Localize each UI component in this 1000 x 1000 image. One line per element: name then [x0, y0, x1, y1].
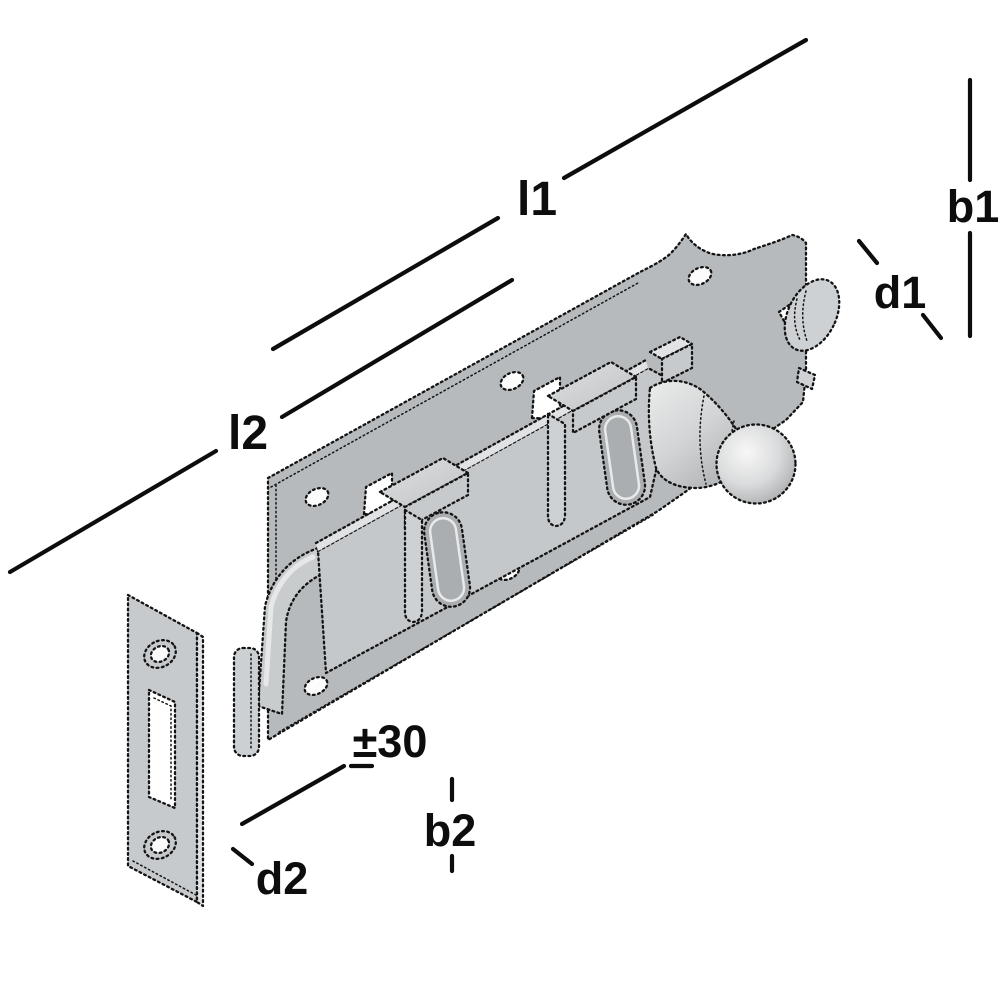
- knob-ball: [715, 423, 797, 505]
- bridge-right-front-lip: [571, 375, 638, 435]
- dimension-tick-d1-lower: [920, 312, 944, 341]
- dimension-line-travel: [239, 763, 347, 827]
- dimension-tick-d1-upper: [856, 238, 880, 266]
- bar-crank-bend: [256, 546, 324, 716]
- dimension-label-l2: l2: [228, 407, 268, 460]
- bolt-catch-keeper: [777, 278, 841, 391]
- striker-bolt-slot: [147, 688, 177, 810]
- dimension-travel-30: ±30: [239, 716, 428, 827]
- dimension-b1: b1: [947, 77, 1000, 339]
- plate-bottom-edge-inner-line: [278, 513, 656, 733]
- striker-screw-hole-top: [143, 639, 177, 669]
- striker-screw-hole-bottom: [143, 830, 177, 860]
- striker-plate-bottom-inner-line: [132, 860, 197, 896]
- dimension-label-d2: d2: [256, 853, 309, 904]
- dimension-label-b1: b1: [947, 181, 1000, 232]
- bar-end-grip-slab: [232, 646, 261, 758]
- bar-stop-tab-front: [660, 342, 694, 385]
- striker-plate: [126, 593, 205, 908]
- striker-slot-inner-line: [153, 697, 172, 800]
- dimension-label-d1: d1: [874, 267, 927, 318]
- plate-top-edge-inner-line: [270, 282, 639, 488]
- guide-bridge-left: [378, 456, 470, 624]
- plate-screw-hole-top-left: [304, 486, 330, 508]
- plate-punched-opening-right: [530, 375, 562, 421]
- guide-bridge-right: [546, 360, 638, 528]
- dimension-tick-d2: [230, 846, 255, 867]
- dimension-line-l1-left: [270, 215, 501, 352]
- catch-roll-inner-line-1: [793, 298, 801, 341]
- striker-plate-thickness-edge: [195, 631, 205, 908]
- dimension-l1: l1: [270, 37, 809, 352]
- dimension-line-l2-right: [279, 277, 515, 420]
- plate-screw-hole-top-right: [687, 265, 713, 287]
- crank-highlight: [263, 554, 316, 687]
- plate-screw-hole-bottom-left: [303, 675, 329, 697]
- bridge-right-leg: [546, 412, 567, 528]
- bridge-left-leg: [403, 508, 424, 624]
- dimension-b2: b2: [424, 776, 477, 874]
- neck-taper-contour: [699, 395, 707, 485]
- dimension-d2: d2: [230, 846, 309, 904]
- dimension-label-travel: ±30: [353, 716, 428, 767]
- dimension-l2: l2: [7, 277, 515, 575]
- dimension-d1: d1: [856, 238, 944, 341]
- catch-roll-inner-line-2: [802, 290, 808, 342]
- plate-screw-hole-top-middle: [499, 370, 525, 392]
- catch-rolled-loop: [783, 278, 841, 352]
- dimension-label-l1: l1: [517, 173, 557, 226]
- dimension-line-l1-right: [561, 37, 809, 181]
- knob: [647, 379, 797, 505]
- bar-slot-left: [422, 511, 472, 608]
- dimension-label-b2: b2: [424, 805, 477, 856]
- dimension-line-l2-left: [7, 448, 219, 575]
- catch-locking-pin: [795, 366, 817, 391]
